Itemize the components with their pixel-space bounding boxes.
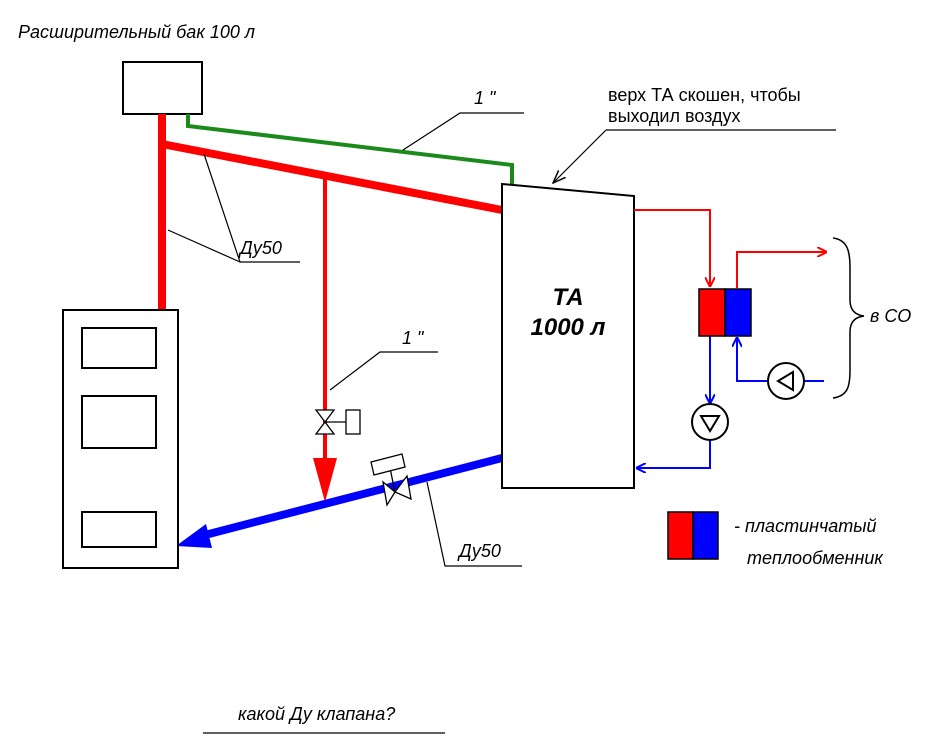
leader-dn-upper-2 (167, 229, 241, 263)
boiler-door-top (81, 327, 157, 369)
ta-volume: 1000 л (531, 314, 606, 341)
hx-cold-in-2 (737, 338, 768, 382)
pipe-size-top-label: 1 " (474, 88, 497, 108)
ta-title: ТА (552, 284, 583, 311)
valve-bypass (314, 409, 361, 435)
leader-pipe-top (402, 112, 524, 151)
heating-brace (832, 237, 865, 399)
pump-primary (691, 403, 729, 441)
heating-system-label: в СО (870, 306, 911, 326)
ta-note-line2: выходил воздух (608, 106, 741, 126)
legend-hx-cold (692, 511, 719, 560)
red-supply-slope (161, 140, 503, 214)
dn-lower-label: Ду50 (457, 541, 501, 561)
hx-hot-out (736, 252, 826, 288)
expansion-tank-label: Расширительный бак 100 л (18, 22, 255, 42)
dn-upper-label: Ду50 (238, 238, 282, 258)
question-text: какой Ду клапана? (238, 704, 395, 724)
hx-hot-in (634, 209, 710, 286)
plate-hx-cold (724, 288, 752, 337)
hx-return-to-ta (637, 441, 711, 468)
blue-return-arrow (176, 524, 212, 548)
pump-secondary (767, 362, 805, 400)
leader-pipe-mid (329, 351, 438, 391)
legend-hx-hot (667, 511, 694, 560)
ta-note-line1: верх ТА скошен, чтобы (608, 85, 801, 105)
green-pipe (186, 114, 514, 184)
leader-dn-lower (426, 481, 522, 567)
valve-return (370, 453, 412, 507)
boiler-door-bottom (81, 511, 157, 548)
leader-ta-note-arrow (553, 129, 607, 183)
boiler-door-middle (81, 395, 157, 449)
blue-return (203, 454, 504, 539)
expansion-tank (122, 61, 203, 115)
red-bypass-arrow (313, 458, 337, 502)
legend-line2: теплообменник (747, 548, 884, 568)
plate-hx-hot (698, 288, 726, 337)
pipe-size-mid-label: 1 " (402, 328, 425, 348)
buffer-tank (501, 182, 635, 489)
legend-line1: - пластинчатый (734, 516, 877, 536)
